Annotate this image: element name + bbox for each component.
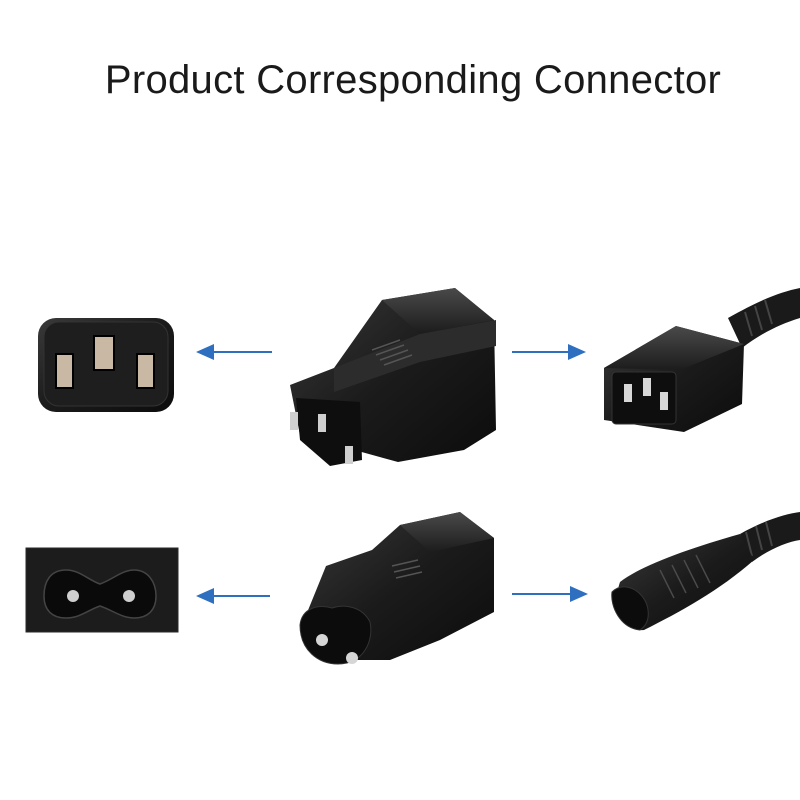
c7-socket-face-icon [25,547,179,633]
c14-plug-cable-icon [604,288,800,432]
c14-to-c13-adapter-icon [290,288,496,466]
page-title: Product Corresponding Connector [104,58,722,102]
c7-plug-cable-icon [611,512,800,631]
c13-socket-face-icon [38,318,174,412]
c8-to-c13-adapter-icon [299,512,494,665]
